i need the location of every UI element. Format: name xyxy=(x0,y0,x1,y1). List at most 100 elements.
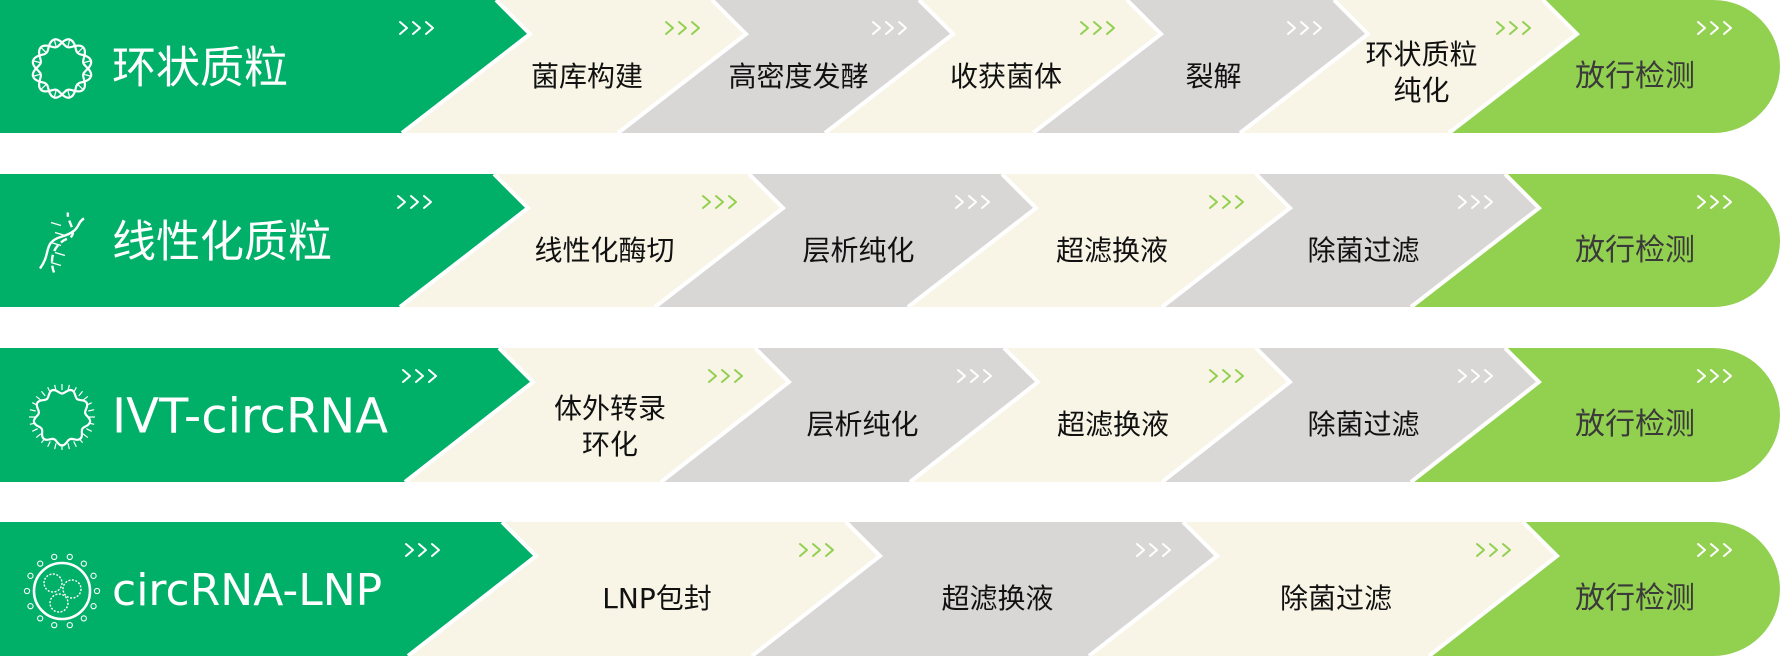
process-row: 环状质粒菌库构建高密度发酵收获菌体裂解环状质粒纯化放行检测 xyxy=(0,0,1780,135)
step-chevron xyxy=(400,174,783,307)
step-chevron xyxy=(655,174,1036,307)
arrows-icon xyxy=(1496,21,1531,35)
final-label: 放行检测 xyxy=(1575,581,1695,616)
process-row: circRNA-LNP LNP包封 超滤换液 除菌过滤 放行检测 xyxy=(0,520,1780,657)
segment-divider xyxy=(1238,0,1372,135)
arrows-icon xyxy=(955,195,990,209)
segment-divider xyxy=(1447,0,1581,135)
arrows-icon xyxy=(405,543,440,557)
arrows-icon xyxy=(708,369,743,383)
segment-divider xyxy=(398,172,532,309)
step-chevron xyxy=(618,0,953,133)
process-step: 除菌过滤 xyxy=(1162,174,1539,307)
process-step: 高密度发酵 xyxy=(618,0,953,133)
arrows-icon xyxy=(1287,21,1322,35)
final-step: 放行检测 xyxy=(1429,522,1780,656)
step-label: 环状质粒 xyxy=(1365,38,1477,71)
final-step: 放行检测 xyxy=(1411,174,1780,307)
step-label: 裂解 xyxy=(1185,60,1241,93)
step-label: 超滤换液 xyxy=(1057,408,1169,441)
step-chevron xyxy=(1240,0,1577,133)
arrows-icon xyxy=(402,369,437,383)
step-chevron xyxy=(752,522,1217,656)
segment-divider xyxy=(908,346,1042,484)
segment-divider xyxy=(1087,520,1221,657)
step-label: LNP包封 xyxy=(602,582,711,615)
arrows-icon xyxy=(1697,21,1732,35)
lipid-nanoparticle-icon xyxy=(23,553,101,629)
segment-divider xyxy=(403,346,537,484)
step-chevron xyxy=(1162,174,1539,307)
step-label: 高密度发酵 xyxy=(728,60,868,93)
step-label: 层析纯化 xyxy=(802,234,914,267)
final-pill xyxy=(1429,522,1780,656)
category-title: 环状质粒 xyxy=(112,42,288,93)
dna-helix-icon xyxy=(39,212,85,273)
arrows-icon xyxy=(665,21,700,35)
step-chevron xyxy=(908,174,1290,307)
step-label: 体外转录 xyxy=(554,392,666,425)
arrows-icon xyxy=(1697,369,1732,383)
category-title: IVT-circRNA xyxy=(112,388,388,444)
step-chevron xyxy=(661,348,1038,482)
arrows-icon xyxy=(1209,195,1244,209)
segment-divider xyxy=(1160,346,1294,484)
segment-divider xyxy=(616,0,750,135)
final-label: 放行检测 xyxy=(1575,233,1695,268)
arrows-icon xyxy=(957,369,992,383)
segment-divider xyxy=(653,172,787,309)
process-step: 除菌过滤 xyxy=(1162,348,1539,482)
process-step: 除菌过滤 xyxy=(1089,522,1557,656)
segment-divider xyxy=(400,0,534,135)
process-step: 超滤换液 xyxy=(752,522,1217,656)
step-chevron xyxy=(408,522,880,656)
step-chevron xyxy=(1089,522,1557,656)
step-label: 纯化 xyxy=(1393,74,1449,107)
arrows-icon xyxy=(1458,369,1493,383)
step-chevron xyxy=(1162,348,1539,482)
final-label: 放行检测 xyxy=(1575,407,1695,442)
final-label: 放行检测 xyxy=(1575,59,1695,94)
arrows-icon xyxy=(1136,543,1171,557)
segment-divider xyxy=(1031,0,1165,135)
arrows-icon xyxy=(397,195,432,209)
step-label: 除菌过滤 xyxy=(1280,582,1392,615)
arrows-icon xyxy=(1209,369,1244,383)
category-chevron xyxy=(0,0,530,133)
step-chevron xyxy=(1033,0,1368,133)
circular-dna-icon xyxy=(31,38,93,99)
arrows-icon xyxy=(1080,21,1115,35)
process-step: 层析纯化 xyxy=(661,348,1038,482)
process-step: 超滤换液 xyxy=(910,348,1290,482)
step-label: 层析纯化 xyxy=(806,408,918,441)
step-chevron xyxy=(405,348,789,482)
category-block: circRNA-LNP xyxy=(0,522,536,656)
process-step: 超滤换液 xyxy=(908,174,1290,307)
step-chevron xyxy=(910,348,1290,482)
segment-divider xyxy=(1427,520,1561,657)
category-chevron xyxy=(0,174,528,307)
step-label: 除菌过滤 xyxy=(1307,408,1419,441)
arrows-icon xyxy=(399,21,434,35)
arrows-icon xyxy=(1697,543,1732,557)
step-label: 超滤换液 xyxy=(1056,234,1168,267)
arrows-icon xyxy=(1458,195,1493,209)
final-pill xyxy=(1411,348,1780,482)
process-step: 线性化酶切 xyxy=(400,174,783,307)
arrows-icon xyxy=(702,195,737,209)
process-step: 裂解 xyxy=(1033,0,1368,133)
category-block: 环状质粒 xyxy=(0,0,530,133)
arrows-icon xyxy=(872,21,907,35)
category-chevron xyxy=(0,522,536,656)
arrows-icon xyxy=(1476,543,1511,557)
step-chevron xyxy=(825,0,1161,133)
segment-divider xyxy=(1160,172,1294,309)
process-step: 收获菌体 xyxy=(825,0,1161,133)
arrows-icon xyxy=(1697,195,1732,209)
step-label: 菌库构建 xyxy=(531,60,643,93)
segment-divider xyxy=(750,520,884,657)
segment-divider xyxy=(659,346,793,484)
